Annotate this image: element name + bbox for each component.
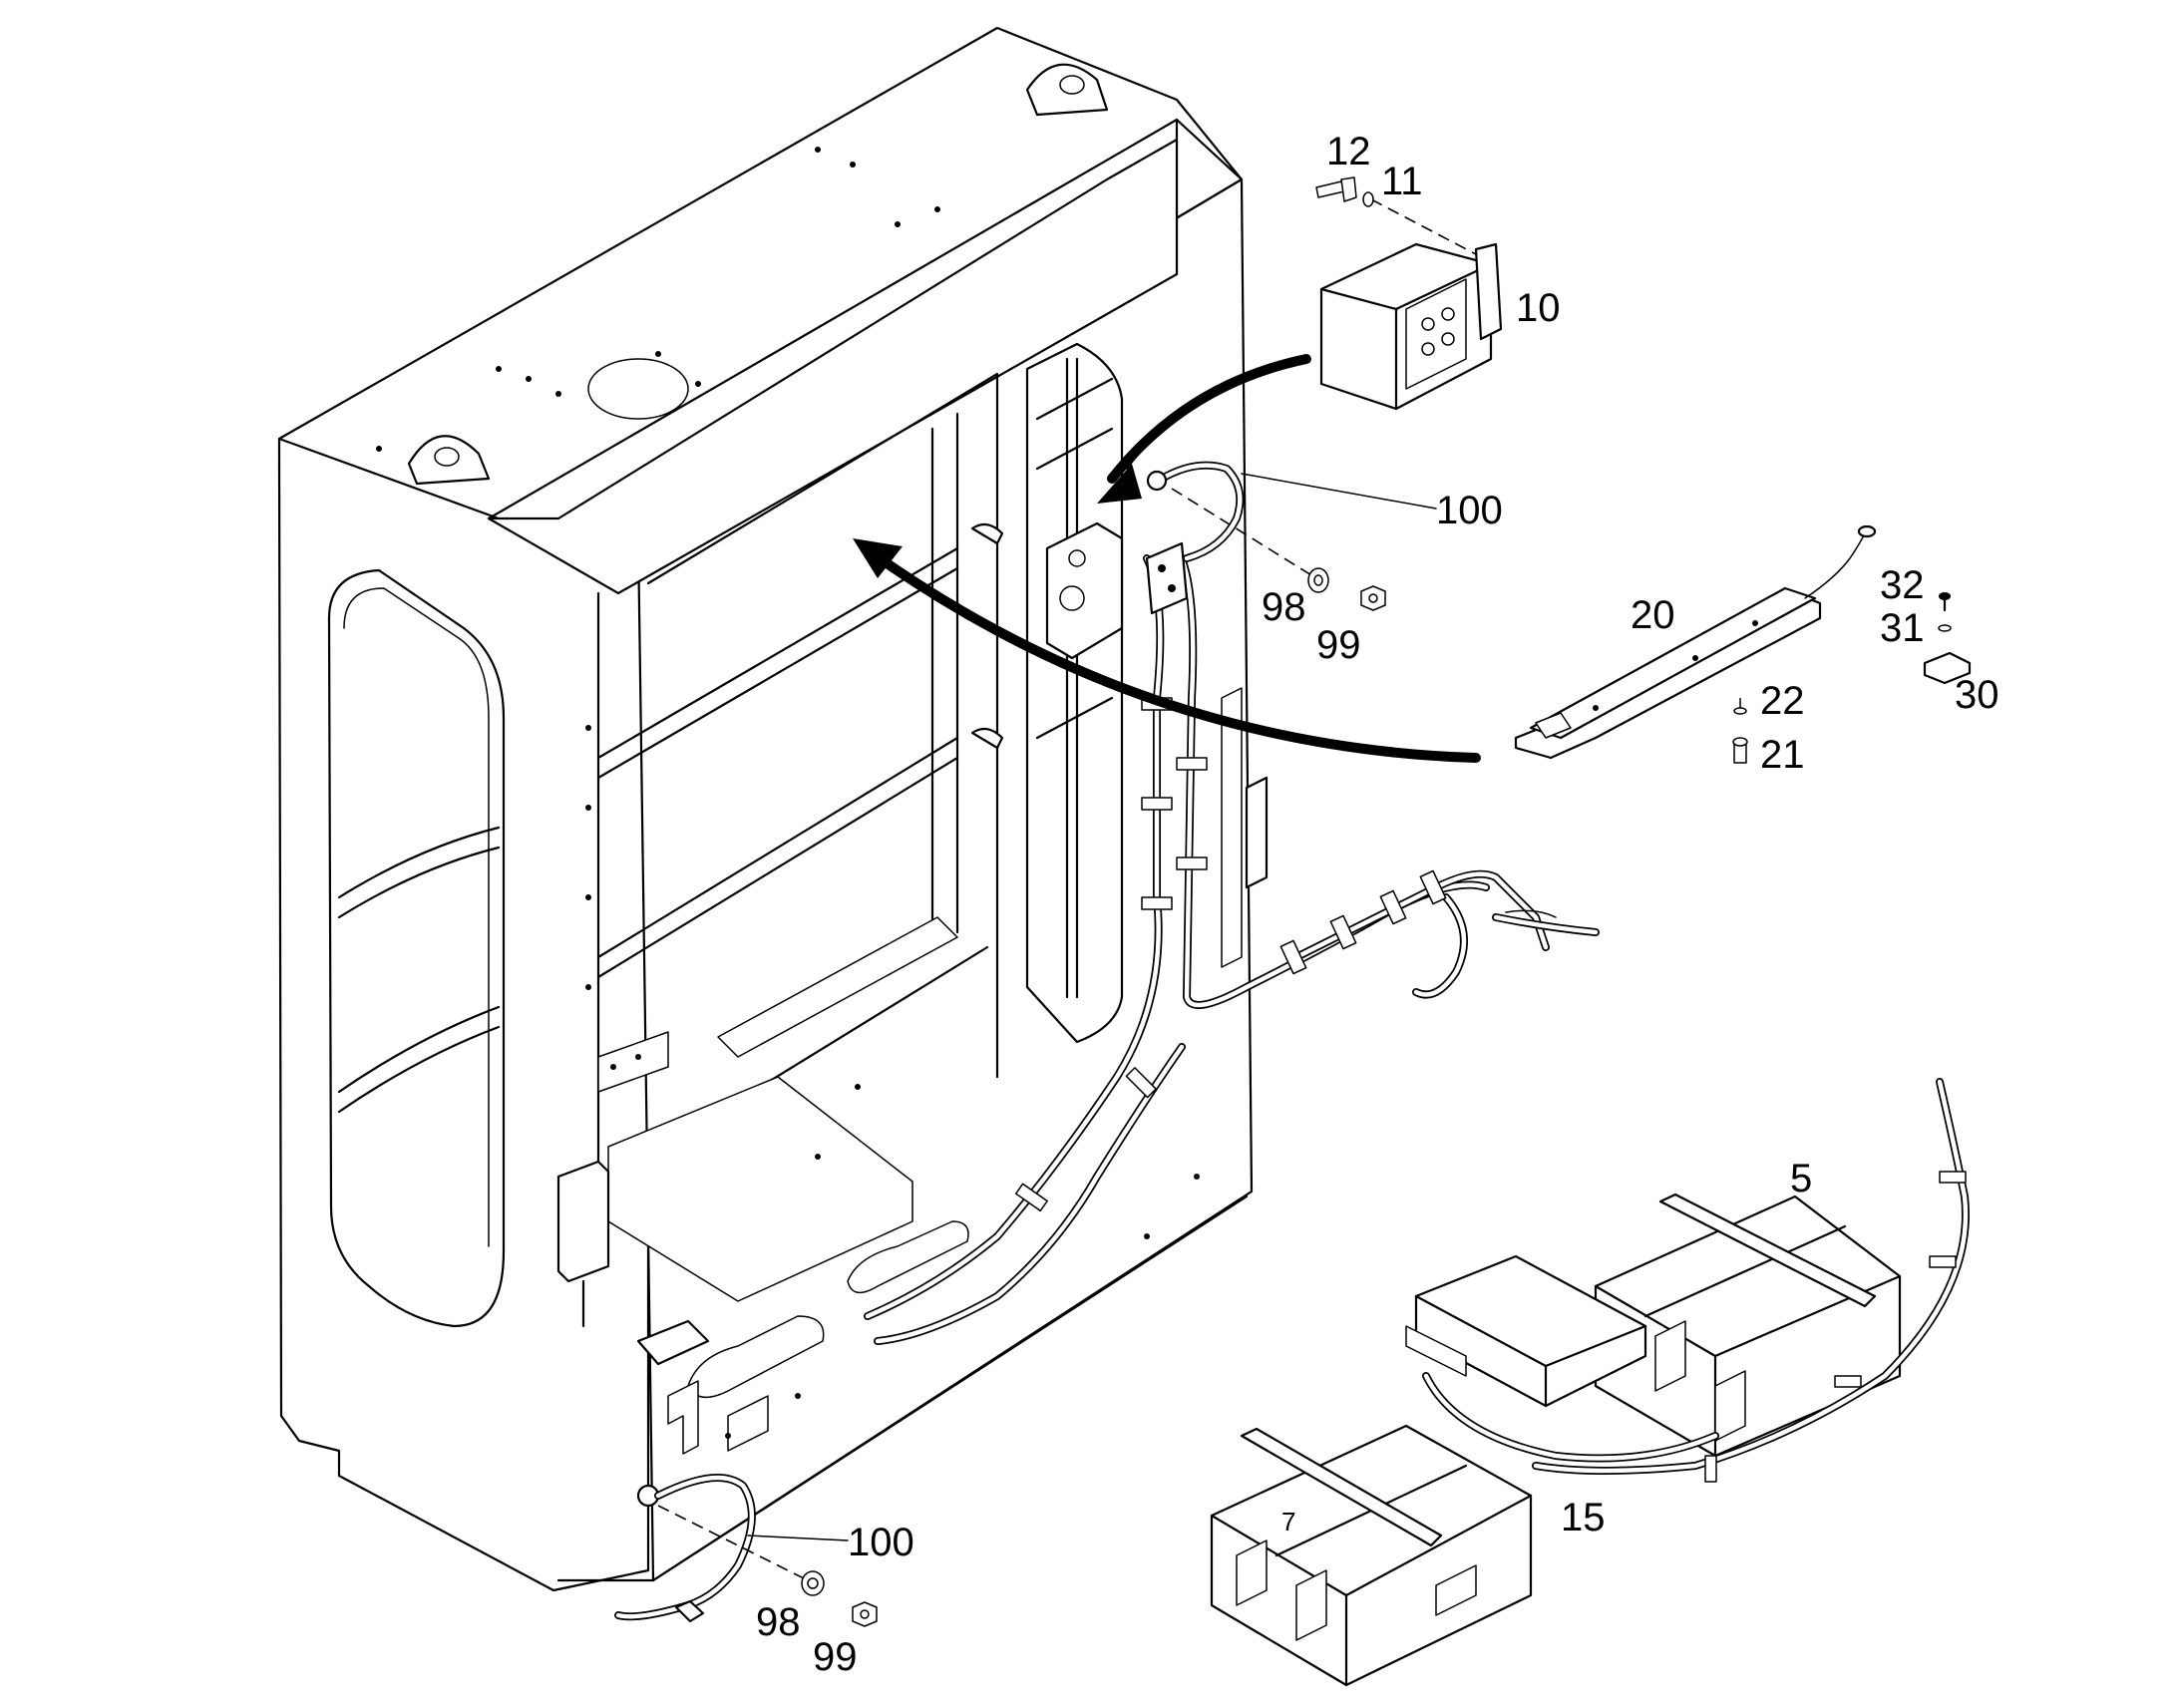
callout-21: 21 [1760,733,1805,777]
cab-frame [277,26,1254,1592]
callout-22: 22 [1760,679,1805,723]
ground-cable-bottom [614,1474,878,1627]
callout-labels: 12 11 10 100 98 99 20 22 21 32 31 30 5 1… [756,130,1999,1679]
relay-box [1315,176,1503,411]
callout-99-top: 99 [1316,623,1361,667]
callout-12: 12 [1326,130,1371,173]
callout-100-bottom: 100 [848,1521,914,1564]
callout-98-bottom: 98 [756,1600,801,1644]
assembly-arrows [853,354,1481,763]
ground-cable-top [1146,461,1437,611]
battery-assembly [1210,1078,1970,1687]
callout-98-top: 98 [1262,585,1306,629]
callout-10: 10 [1516,286,1561,330]
callout-11: 11 [1381,160,1423,203]
callout-30: 30 [1955,673,1999,717]
light-bar [1514,524,1972,764]
wiring-harness [864,541,1600,1345]
callout-100-top: 100 [1436,489,1503,532]
callout-99-bottom: 99 [813,1635,858,1679]
callout-31: 31 [1880,606,1925,650]
callout-5: 5 [1790,1157,1812,1200]
battery-label-7: 7 [1281,1507,1295,1537]
callout-32: 32 [1880,563,1925,607]
callout-15: 15 [1561,1496,1606,1539]
callout-20: 20 [1631,593,1675,637]
